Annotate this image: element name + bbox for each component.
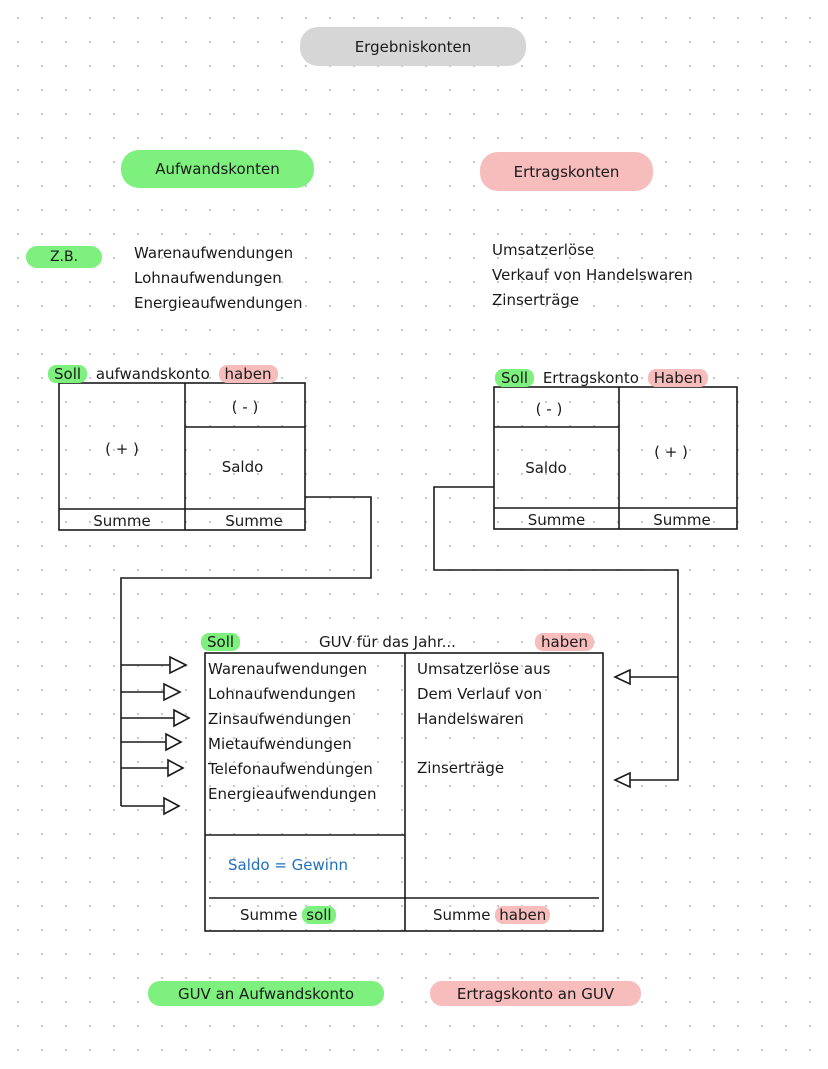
list-item: Zinserträge [492,291,580,309]
list-item: Umsatzerlöse [492,241,595,259]
list-item: Warenaufwendungen [134,244,294,262]
haben-label: Haben [647,369,709,387]
arrow-head [163,682,182,702]
arrow-head [167,758,185,778]
list-item: Energieaufwendungen [208,785,377,803]
guv-summe-soll: Summe soll [240,906,336,924]
ertrag-account-header: Soll Ertragskonto Haben [495,369,709,387]
guv-saldo-gewinn: Saldo = Gewinn [228,856,348,874]
ertrag-saldo: Saldo [525,459,567,477]
list-item: Handelswaren [417,710,524,728]
booking-ertrag: Ertragskonto an GUV [456,984,615,1003]
ertrag-heading: Ertragskonten [513,162,620,181]
guv-soll-label: Soll [201,633,241,651]
list-item: Warenaufwendungen [208,660,368,678]
aufwand-minus: ( - ) [231,398,259,416]
guv-title: GUV für das Jahr... [319,633,456,651]
arrow-head [173,708,191,728]
ertrag-plus: ( + ) [654,443,688,461]
list-item: Umsatzerlöse aus [417,660,551,678]
aufwand-heading: Aufwandskonten [155,160,280,178]
account-name: Ertragskonto [542,369,639,387]
aufwand-summe-left: Summe [93,512,151,530]
ertrag-minus: ( - ) [535,400,563,418]
aufwand-account-box [58,382,306,531]
list-item: Lohnaufwendungen [134,269,282,287]
guv-right-items: Umsatzerlöse aus Dem Verlauf von Handels… [417,657,550,732]
list-item: Lohnaufwendungen [208,685,356,703]
ertrag-summe-right: Summe [653,511,711,529]
ertrag-summe-left: Summe [527,511,586,529]
aufwand-connector [120,496,372,806]
aufwand-saldo: Saldo [221,458,264,476]
guv-summe-haben: Summe haben [433,906,551,924]
haben-label: haben [218,365,278,383]
booking-aufwand-pill: GUV an Aufwandskonto [148,981,384,1006]
soll-label: Soll [48,365,88,383]
booking-ertrag-pill: Ertragskonto an GUV [430,981,641,1006]
account-name: aufwandskonto [95,365,210,383]
list-item: Mietaufwendungen [208,735,352,753]
aufwand-example-list: Warenaufwendungen Lohnaufwendungen Energ… [134,241,303,316]
ertrag-heading-pill: Ertragskonten [480,152,653,191]
page-title: Ergebniskonten [354,37,472,56]
booking-aufwand: GUV an Aufwandskonto [177,984,355,1003]
soll-label: Soll [495,369,535,387]
list-item: Dem Verlauf von [417,685,543,703]
list-item: Verkauf von Handelswaren [492,266,693,284]
aufwand-plus: ( + ) [105,440,139,458]
list-item: Zinsaufwendungen [208,710,352,728]
list-item: Energieaufwendungen [134,294,303,312]
arrow-head [165,732,183,752]
example-tag: Z.B. [49,249,79,265]
aufwand-summe-right: Summe [225,512,283,530]
ertrag-connector [433,486,679,781]
aufwand-account-header: Soll aufwandskonto haben [48,365,278,383]
arrow-head [163,796,181,816]
ertrag-example-list: Umsatzerlöse Verkauf von Handelswaren Zi… [492,238,693,313]
arrow-head [613,771,631,789]
arrow-head [613,668,631,686]
example-tag-pill: Z.B. [26,246,102,268]
guv-right-item-zinsertraege: Zinserträge [417,759,505,777]
guv-box [204,652,604,932]
arrow-head [169,655,188,675]
aufwand-heading-pill: Aufwandskonten [121,150,314,188]
title-pill: Ergebniskonten [300,27,526,66]
list-item: Telefonaufwendungen [208,760,373,778]
ertrag-account-box [493,386,738,530]
guv-haben-label: haben [535,633,594,651]
guv-left-items: Warenaufwendungen Lohnaufwendungen Zinsa… [208,657,377,807]
